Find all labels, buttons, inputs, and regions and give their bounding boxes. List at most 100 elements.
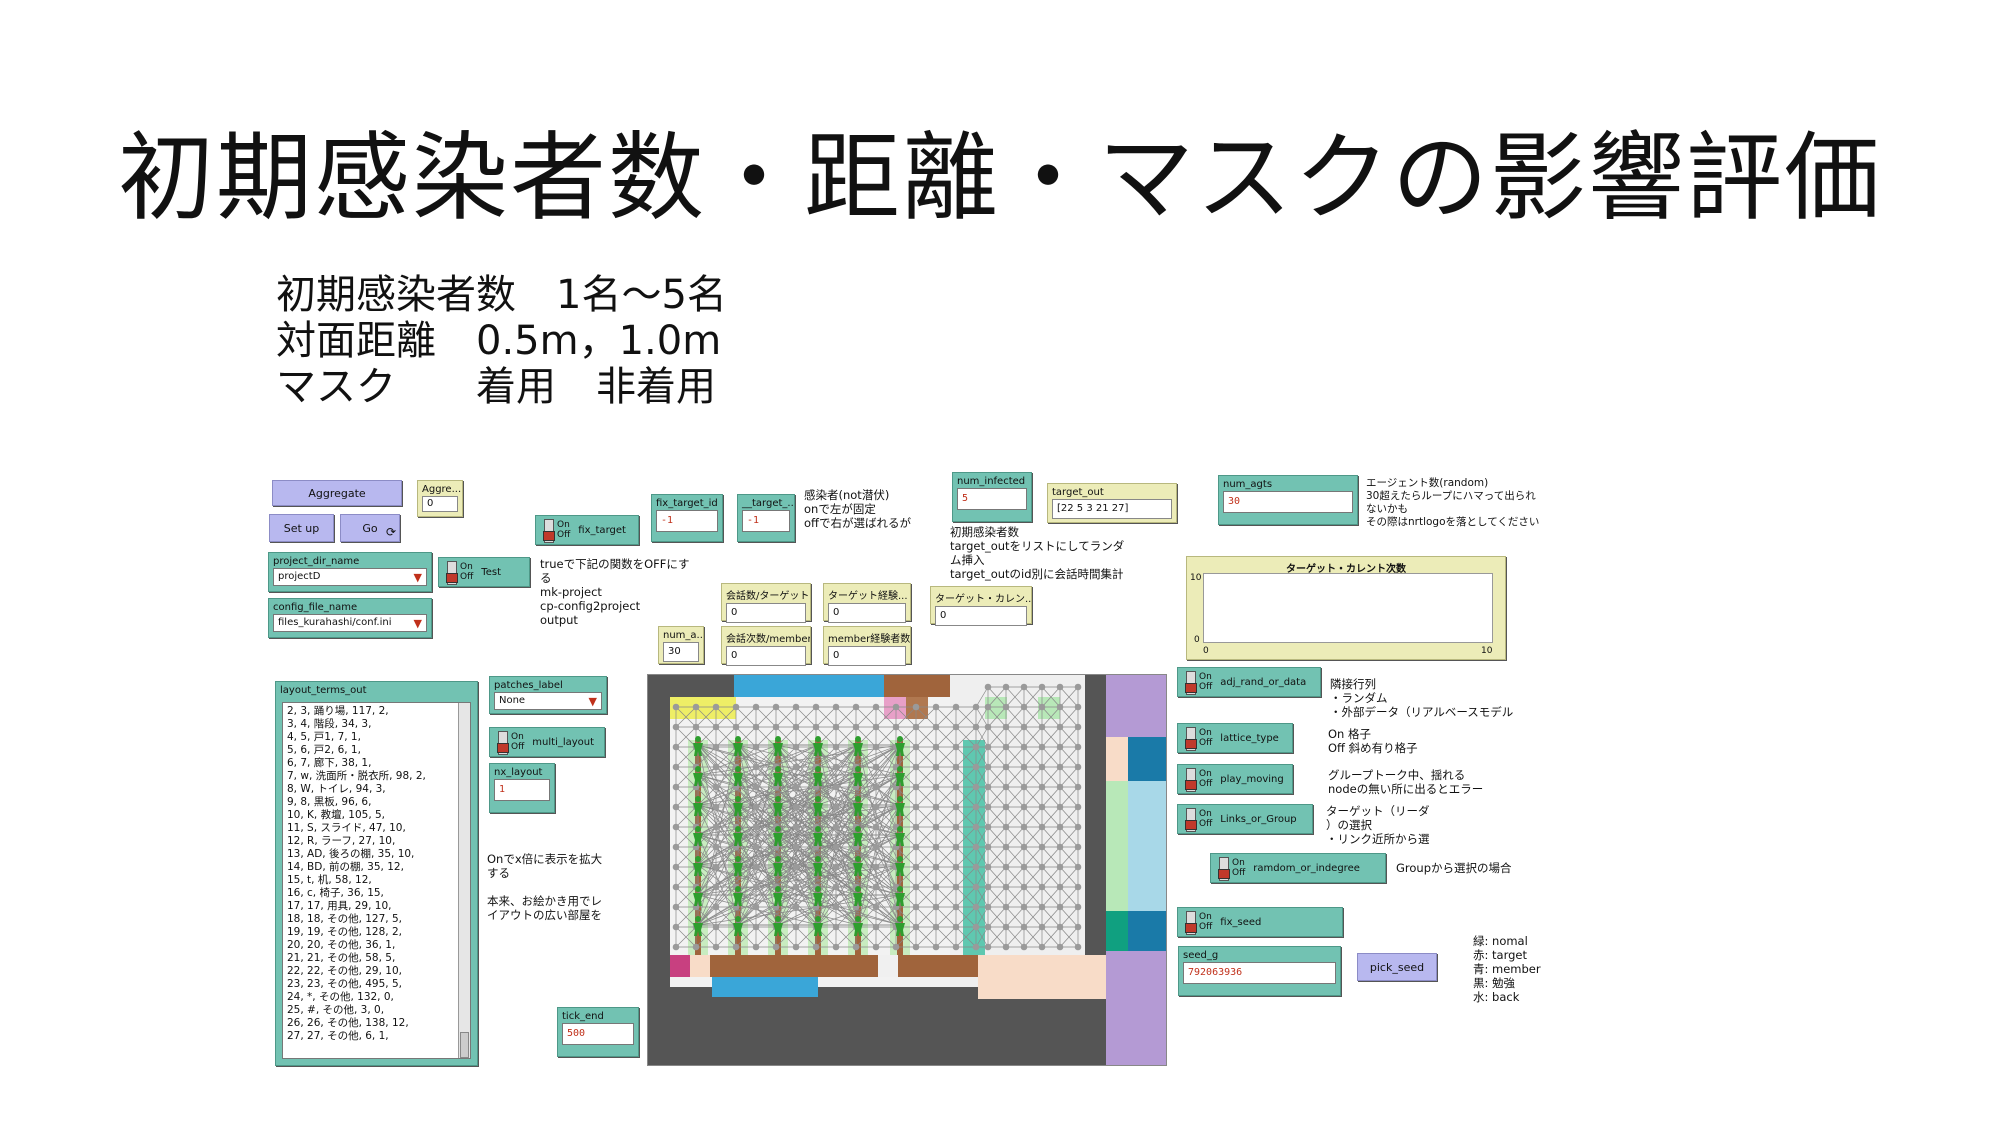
- output-line: 26, 26, その他, 138, 12,: [287, 1017, 409, 1029]
- network-node: [984, 743, 992, 751]
- slide-title: 初期感染者数・距離・マスクの影響評価: [118, 122, 1882, 234]
- pick-seed-button[interactable]: pick_seed: [1357, 953, 1437, 981]
- network-link: [1041, 926, 1061, 948]
- seed-g-input[interactable]: seed_g 792063936: [1178, 946, 1341, 996]
- network-node: [984, 703, 992, 711]
- network-link: [1059, 846, 1079, 868]
- patches-label-chooser[interactable]: patches_label None▼: [489, 676, 607, 714]
- output-scrollbar[interactable]: [458, 703, 470, 1058]
- summary-line-mask: マスク 着用 非着用: [276, 364, 716, 410]
- target-dots-value[interactable]: -1: [742, 510, 790, 532]
- tick-end-value[interactable]: 500: [562, 1023, 634, 1045]
- network-node: [752, 943, 760, 951]
- network-node: [1002, 703, 1010, 711]
- network-link: [1041, 746, 1061, 768]
- toggle-icon: [1184, 727, 1197, 751]
- group-select-note: Groupから選択の場合: [1396, 861, 1512, 875]
- network-node: [1074, 803, 1082, 811]
- network-link: [1005, 886, 1025, 908]
- network-link: [817, 744, 859, 926]
- world-canvas: [648, 675, 1166, 1065]
- patches-label-value[interactable]: None▼: [494, 692, 602, 710]
- network-link: [795, 726, 817, 748]
- num-infected-input[interactable]: num_infected 5: [952, 472, 1032, 522]
- network-node: [912, 803, 920, 811]
- links-note: ターゲット（リーダ ）の選択 ・リンク近所から選: [1326, 804, 1430, 846]
- setup-button[interactable]: Set up: [269, 514, 334, 542]
- project-dir-name-value[interactable]: projectD▼: [273, 568, 427, 586]
- summary-line-distance: 対面距離 0.5m，1.0m: [276, 318, 722, 364]
- network-link: [875, 706, 897, 728]
- target-dots-input[interactable]: __target_... -1: [737, 494, 795, 542]
- member-experienced-monitor: member経験者数 0: [823, 626, 911, 666]
- switch-on-label: On: [1232, 858, 1245, 868]
- network-link: [955, 706, 977, 728]
- network-node: [752, 843, 760, 851]
- project-dir-name-label: project_dir_name: [273, 556, 360, 567]
- network-node: [1056, 783, 1064, 791]
- patches-label-selected: None: [499, 695, 526, 706]
- tick-end-input[interactable]: tick_end 500: [557, 1007, 639, 1057]
- seed-g-value[interactable]: 792063936: [1183, 962, 1336, 984]
- network-node: [1020, 863, 1028, 871]
- config-file-name-chooser[interactable]: config_file_name files_kurahashi/conf.in…: [268, 598, 432, 638]
- network-node: [712, 943, 720, 951]
- num-infected-value[interactable]: 5: [957, 488, 1027, 510]
- project-dir-name-chooser[interactable]: project_dir_name projectD▼: [268, 552, 432, 592]
- network-node: [1002, 843, 1010, 851]
- world-view[interactable]: [647, 674, 1167, 1066]
- network-node: [1002, 763, 1010, 771]
- fix-target-id-value[interactable]: -1: [656, 510, 718, 532]
- network-node: [912, 943, 920, 951]
- play-moving-switch-label: play_moving: [1220, 773, 1284, 785]
- network-node: [1074, 783, 1082, 791]
- switch-off-label: Off: [1232, 868, 1246, 878]
- red-patch: [670, 955, 690, 977]
- network-node: [1038, 783, 1046, 791]
- network-link: [675, 846, 697, 868]
- network-link: [755, 906, 777, 928]
- network-node: [912, 903, 920, 911]
- aggregate-button[interactable]: Aggregate: [272, 480, 402, 506]
- network-link: [1041, 846, 1061, 868]
- network-link: [955, 786, 977, 808]
- network-link: [975, 686, 989, 708]
- plot-y-min: 0: [1194, 635, 1200, 645]
- target-out-value: [22 5 3 21 27]: [1052, 499, 1172, 519]
- desk-row-patch: [898, 955, 978, 977]
- network-link: [675, 866, 697, 888]
- config-file-name-value[interactable]: files_kurahashi/conf.ini▼: [273, 614, 427, 632]
- num-agts-input[interactable]: num_agts 30: [1218, 475, 1358, 525]
- fix-target-id-input[interactable]: fix_target_id -1: [651, 494, 723, 542]
- network-node: [1020, 743, 1028, 751]
- target-current-label: ターゲット・カレン...: [935, 594, 1031, 605]
- person-icon: [813, 796, 823, 816]
- network-link: [875, 746, 897, 768]
- person-icon: [733, 916, 743, 936]
- network-node: [712, 783, 720, 791]
- target-out-label: target_out: [1052, 487, 1104, 498]
- nx-layout-input[interactable]: nx_layout 1: [489, 763, 555, 813]
- network-link: [915, 806, 937, 828]
- network-link: [987, 806, 1007, 828]
- num-agts-value[interactable]: 30: [1223, 491, 1353, 513]
- person-icon: [895, 886, 905, 906]
- go-button[interactable]: Go⟳: [340, 514, 400, 542]
- output-line: 13, AD, 後ろの棚, 35, 10,: [287, 848, 415, 860]
- network-link: [777, 804, 819, 896]
- output-text-area[interactable]: 2, 3, 踊り場, 117, 2,3, 4, 階段, 34, 3,4, 5, …: [282, 702, 471, 1059]
- output-line: 12, R, ラーフ, 27, 10,: [287, 835, 396, 847]
- network-link: [715, 706, 737, 728]
- network-link: [987, 826, 1007, 848]
- plot-title: ターゲット・カレント次数: [1286, 564, 1406, 575]
- nx-layout-value[interactable]: 1: [494, 779, 550, 801]
